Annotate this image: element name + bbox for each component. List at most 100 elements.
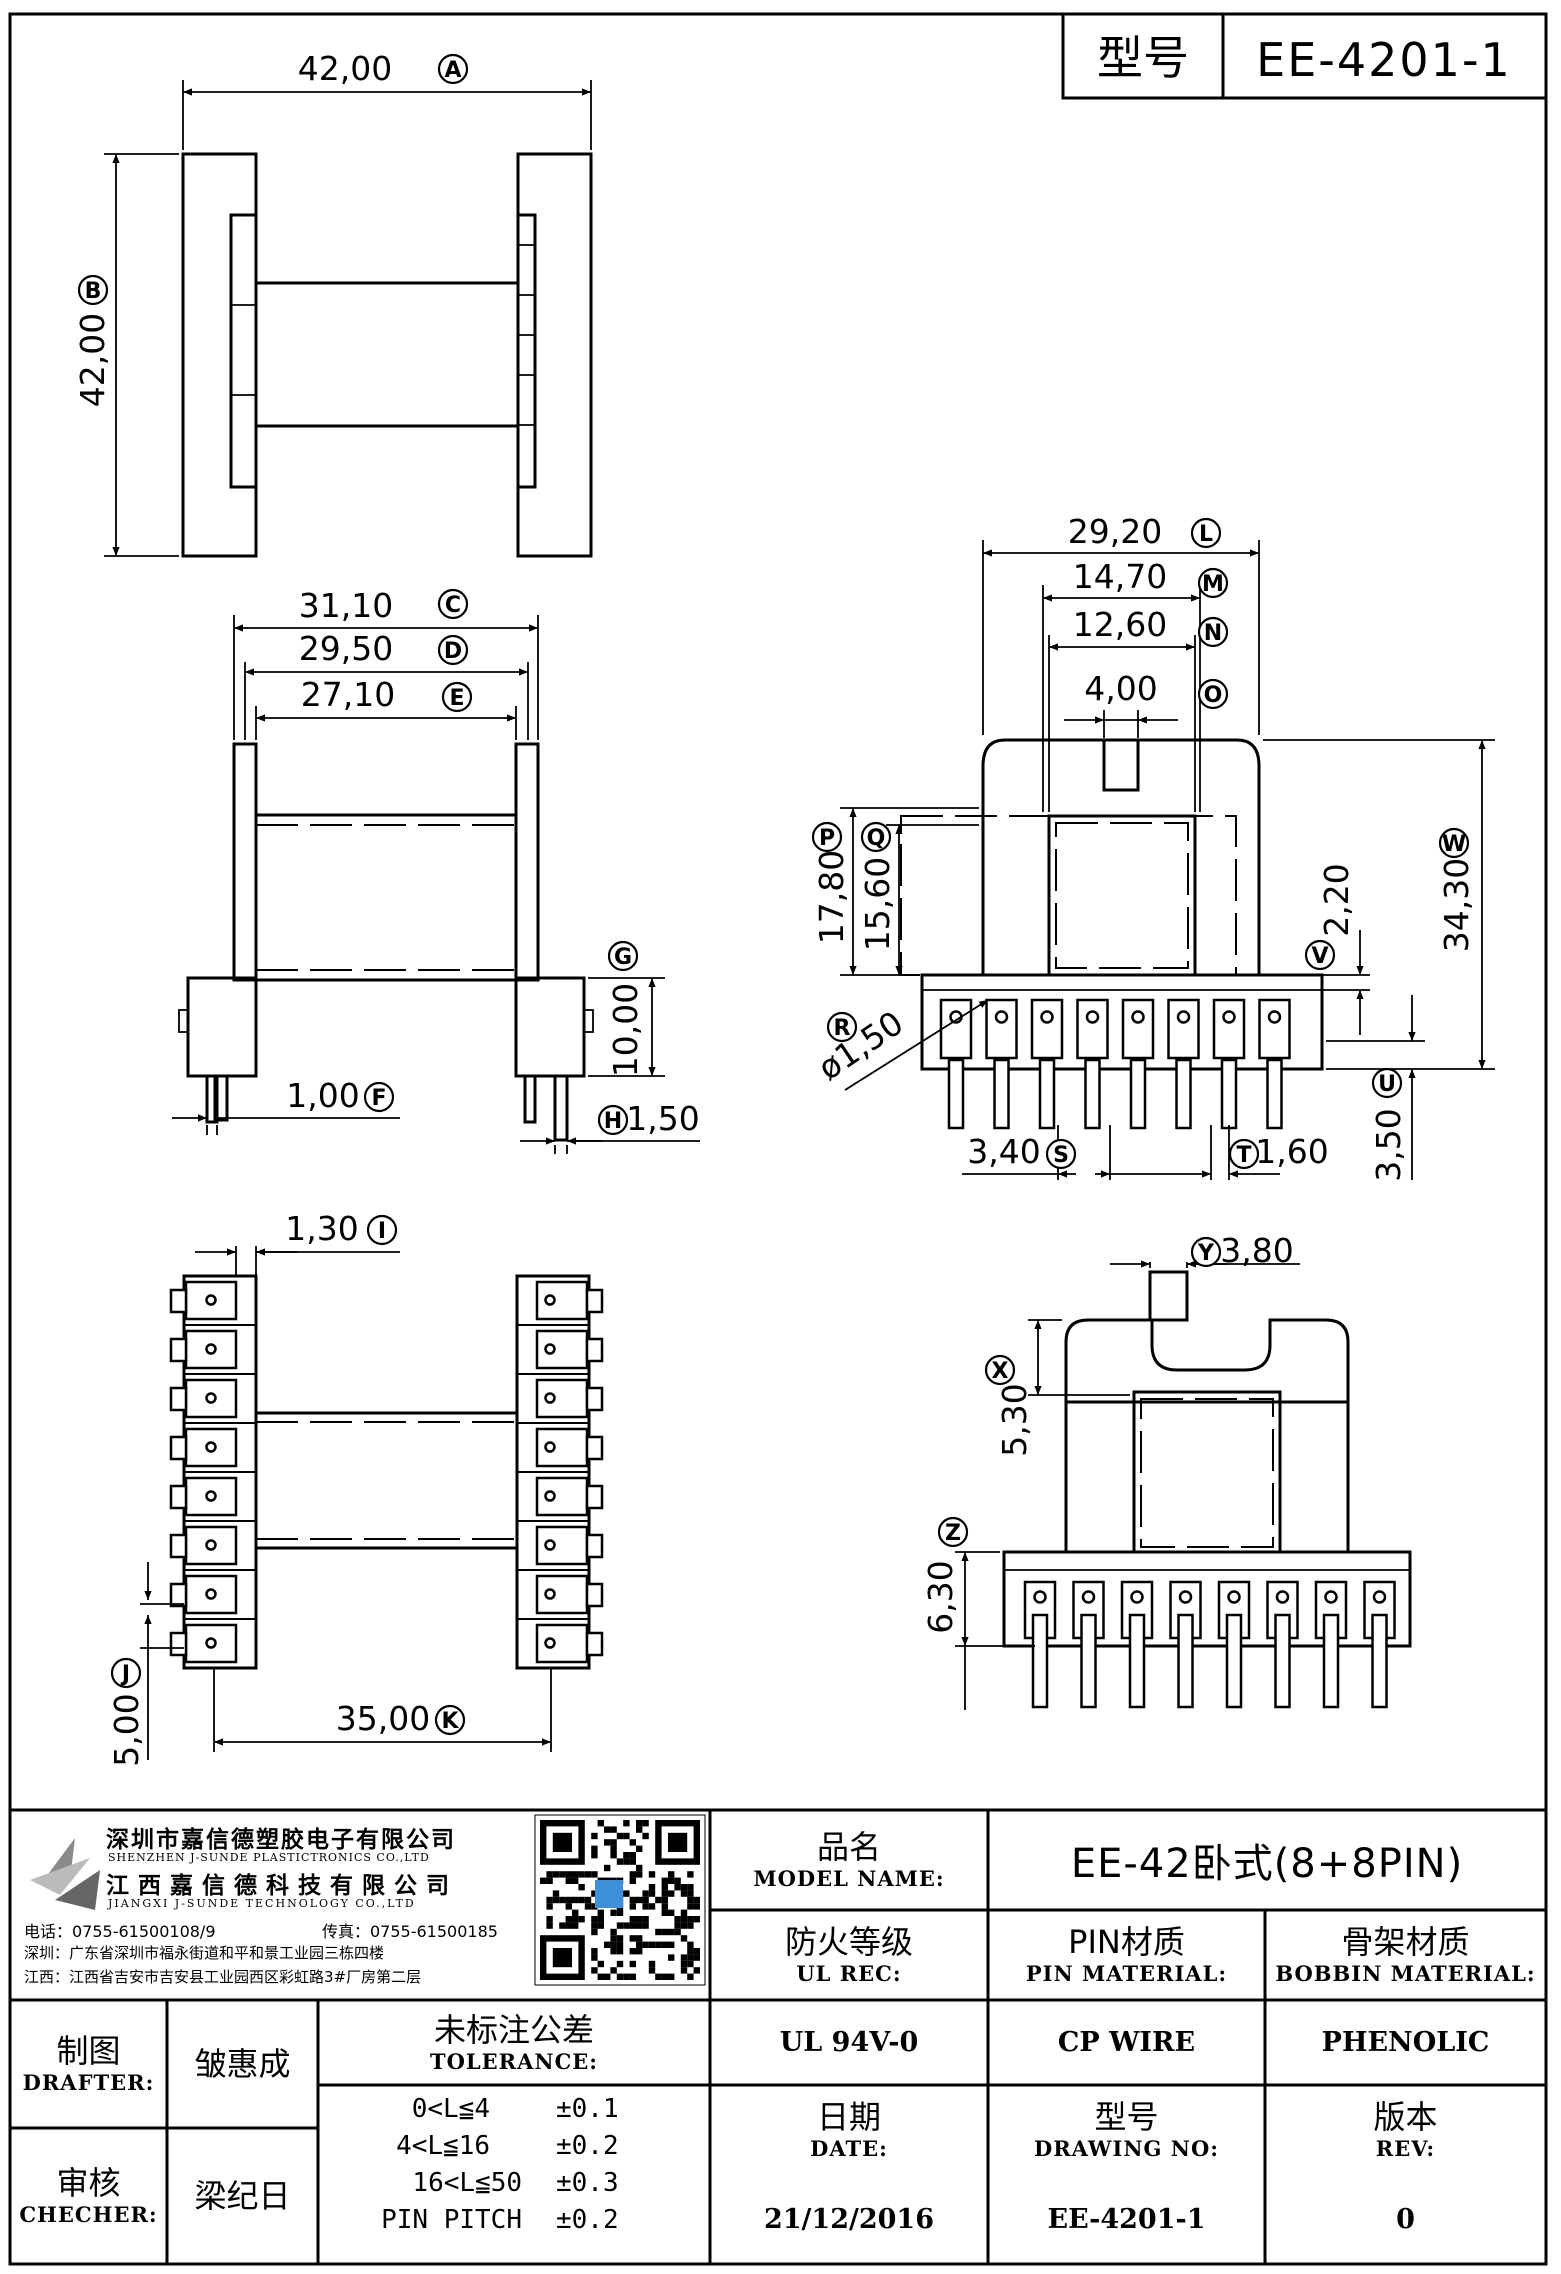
title-block-grid [10, 1808, 1546, 2264]
pin-lead [1177, 1613, 1194, 1709]
pin-tab [585, 1435, 604, 1461]
date-value: 21/12/2016 [763, 2204, 934, 2235]
dim-Q: 15,60 [858, 857, 897, 951]
dim-D: 29,50 [299, 629, 393, 668]
dim-B: 42,00 [73, 313, 112, 407]
dim-S: 3,40 [967, 1132, 1040, 1171]
pin-hole [205, 1392, 217, 1404]
header-box: 型号 EE-4201-1 [1061, 12, 1548, 100]
sheet-frame [8, 12, 1548, 2266]
side-view: 29,20 L 14,70 M 12,60 N 4,00 O 17,80 P 1… [811, 512, 1495, 1182]
dim-C: 31,10 [299, 586, 393, 625]
tolerance-range: 4<L≦16 [396, 2131, 490, 2161]
svg-text:D: D [444, 639, 462, 664]
pin-lead [1220, 1058, 1238, 1130]
pin-tab [585, 1631, 604, 1657]
pin-lead [1084, 1058, 1101, 1130]
pin-lead [1038, 1058, 1056, 1130]
pin-lead [1225, 1613, 1243, 1709]
pin-hole [544, 1490, 556, 1502]
model-name-value: EE-42卧式(8+8PIN) [1070, 1841, 1464, 1887]
svg-text:J: J [120, 1662, 130, 1687]
pin-hole [1178, 1590, 1193, 1604]
pin-hole [1081, 1590, 1096, 1604]
dim-A: 42,00 [298, 49, 392, 88]
pin-tab [169, 1386, 188, 1412]
pin-hole [544, 1637, 556, 1649]
bobbin-material-value: PHENOLIC [1321, 2027, 1490, 2058]
dim-W: 34,30 [1437, 858, 1476, 952]
company-name-en-2: JIANGXI J-SUNDE TECHNOLOGY CO.,LTD [108, 1897, 416, 1910]
rev-value: 0 [1396, 2204, 1415, 2235]
company-name-en-1: SHENZHEN J-SUNDE PLASTICTRONICS CO.,LTD [108, 1851, 430, 1864]
pin-lead [1322, 1613, 1340, 1709]
svg-text:X: X [992, 1359, 1009, 1384]
svg-text:C: C [445, 593, 461, 618]
company-address-jiangxi: 江西：江西省吉安市吉安县工业园西区彩虹路3#厂房第二层 [24, 1968, 422, 1986]
pin-tab [585, 1288, 604, 1314]
pin-tab [169, 1582, 188, 1608]
company-name-cn-1: 深圳市嘉信德塑胶电子有限公司 [106, 1827, 456, 1853]
tolerance-range: PIN PITCH [381, 2205, 522, 2235]
pin-tab [585, 1533, 604, 1559]
checker-label: 审核 CHECHER: [19, 2164, 158, 2227]
pin-hole [1176, 1010, 1191, 1024]
svg-text:S: S [1053, 1143, 1069, 1168]
pin-hole [994, 1010, 1009, 1024]
header-model-value: EE-4201-1 [1256, 33, 1512, 87]
dim-M: 14,70 [1073, 557, 1167, 596]
front-view: 31,10 C 29,50 D 27,10 E 1,00 F 10,00 G H… [172, 586, 700, 1154]
pin-hole [1033, 1590, 1047, 1604]
pin-tab [585, 1582, 604, 1608]
pin-hole [1040, 1010, 1054, 1024]
pin-lead [1175, 1058, 1192, 1130]
pin-hole [544, 1294, 556, 1306]
pin-hole [205, 1294, 217, 1306]
qr-code [534, 1814, 706, 1986]
pin-lead [1128, 1613, 1146, 1709]
pin-hole [1227, 1590, 1241, 1604]
pin-lead [1371, 1613, 1388, 1709]
pin-lead [1031, 1613, 1049, 1709]
pin-hole [1085, 1010, 1100, 1024]
dim-P: 17,80 [812, 850, 851, 944]
bobbin-material-label: 骨架材质 BOBBIN MATERIAL: [1275, 1923, 1536, 1986]
model-name-label: 品名 MODEL NAME: [753, 1828, 945, 1891]
dim-H: 1,50 [626, 1099, 699, 1138]
tolerance-range: 16<L≦50 [412, 2168, 522, 2198]
bottom-view: 1,30 I 5,00 J 35,00 K [107, 1209, 604, 1767]
pin-hole [1130, 1590, 1144, 1604]
svg-text:Y: Y [1197, 1241, 1215, 1266]
dim-E: 27,10 [301, 675, 395, 714]
pin-tab [169, 1337, 188, 1363]
svg-text:L: L [1199, 522, 1213, 547]
pin-hole [544, 1539, 556, 1551]
rev-label: 版本 REV: [1373, 2098, 1438, 2161]
tolerance-range: 0<L≦4 [411, 2094, 490, 2124]
checker-value: 梁纪日 [194, 2177, 291, 2215]
svg-text:P: P [819, 826, 835, 851]
pin-hole [1267, 1010, 1282, 1024]
pin-tab [169, 1435, 188, 1461]
pin-slot [1076, 998, 1109, 1060]
drawing-no-label: 型号 DRAWING NO: [1034, 2098, 1219, 2161]
svg-text:W: W [1442, 832, 1466, 857]
pin-hole [1222, 1010, 1236, 1024]
svg-text:F: F [371, 1086, 386, 1111]
drawing-no-value: EE-4201-1 [1047, 2204, 1206, 2235]
svg-text:Z: Z [945, 1521, 961, 1546]
svg-text:A: A [444, 58, 461, 83]
pin-tab [585, 1386, 604, 1412]
dim-I: 1,30 [285, 1209, 358, 1248]
pin-lead [993, 1058, 1010, 1130]
pin-hole [1372, 1590, 1387, 1604]
dim-X: 5,30 [995, 1383, 1034, 1456]
svg-text:T: T [1236, 1143, 1251, 1168]
pin-slot [1030, 998, 1064, 1060]
pin-slot [1121, 998, 1155, 1060]
dim-N: 12,60 [1073, 605, 1167, 644]
tolerance-value: ±0.1 [556, 2094, 619, 2124]
tolerance-value: ±0.2 [556, 2131, 619, 2161]
pin-tab [169, 1533, 188, 1559]
